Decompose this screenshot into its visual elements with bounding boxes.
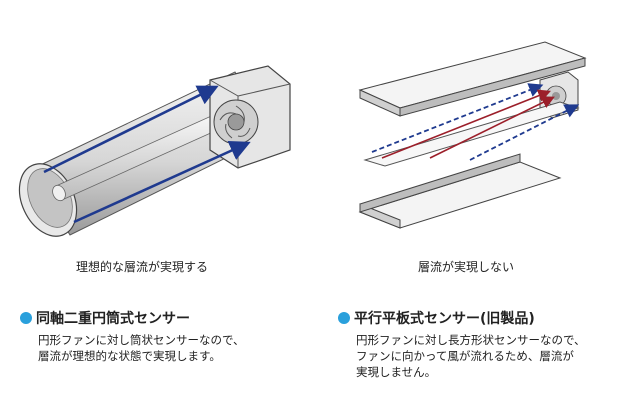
description-line: 円形ファンに対し筒状センサーなので、: [38, 333, 245, 347]
bottom-plate: [358, 153, 562, 229]
right-caption: 層流が実現しない: [418, 260, 515, 274]
fan-unit: [209, 65, 291, 169]
flow-arrow-red-1: [381, 89, 551, 159]
description-line: 層流が理想的な状態で実現します。: [38, 349, 221, 363]
left-heading: 同軸二重円筒式センサー: [20, 308, 190, 328]
flow-arrow-dashed-upper: [371, 83, 544, 153]
right-heading: 平行平板式センサー(旧製品): [338, 308, 535, 328]
description-line: ファンに向かって風が流れるため、層流が: [356, 349, 574, 363]
description-line: 円形ファンに対し長方形状センサーなので、: [356, 333, 586, 347]
top-plate: [358, 41, 587, 117]
coaxial-cylinder-illustration: [18, 65, 291, 237]
left-heading-text: 同軸二重円筒式センサー: [36, 311, 190, 327]
flow-arrow-lower: [73, 140, 251, 224]
parallel-plate-illustration: [358, 41, 587, 229]
flow-arrow-dashed-lower: [469, 104, 580, 161]
left-caption: 理想的な層流が実現する: [76, 260, 209, 274]
left-description: 円形ファンに対し筒状センサーなので、 層流が理想的な状態で実現します。: [38, 332, 245, 364]
bullet-icon: [338, 312, 350, 324]
bullet-icon: [20, 312, 32, 324]
right-description: 円形ファンに対し長方形状センサーなので、 ファンに向かって風が流れるため、層流が…: [356, 332, 586, 380]
description-line: 実現しません。: [356, 365, 437, 379]
right-heading-text: 平行平板式センサー(旧製品): [354, 311, 535, 327]
flow-arrow-red-2: [429, 96, 555, 159]
flow-arrow-upper: [43, 85, 219, 174]
